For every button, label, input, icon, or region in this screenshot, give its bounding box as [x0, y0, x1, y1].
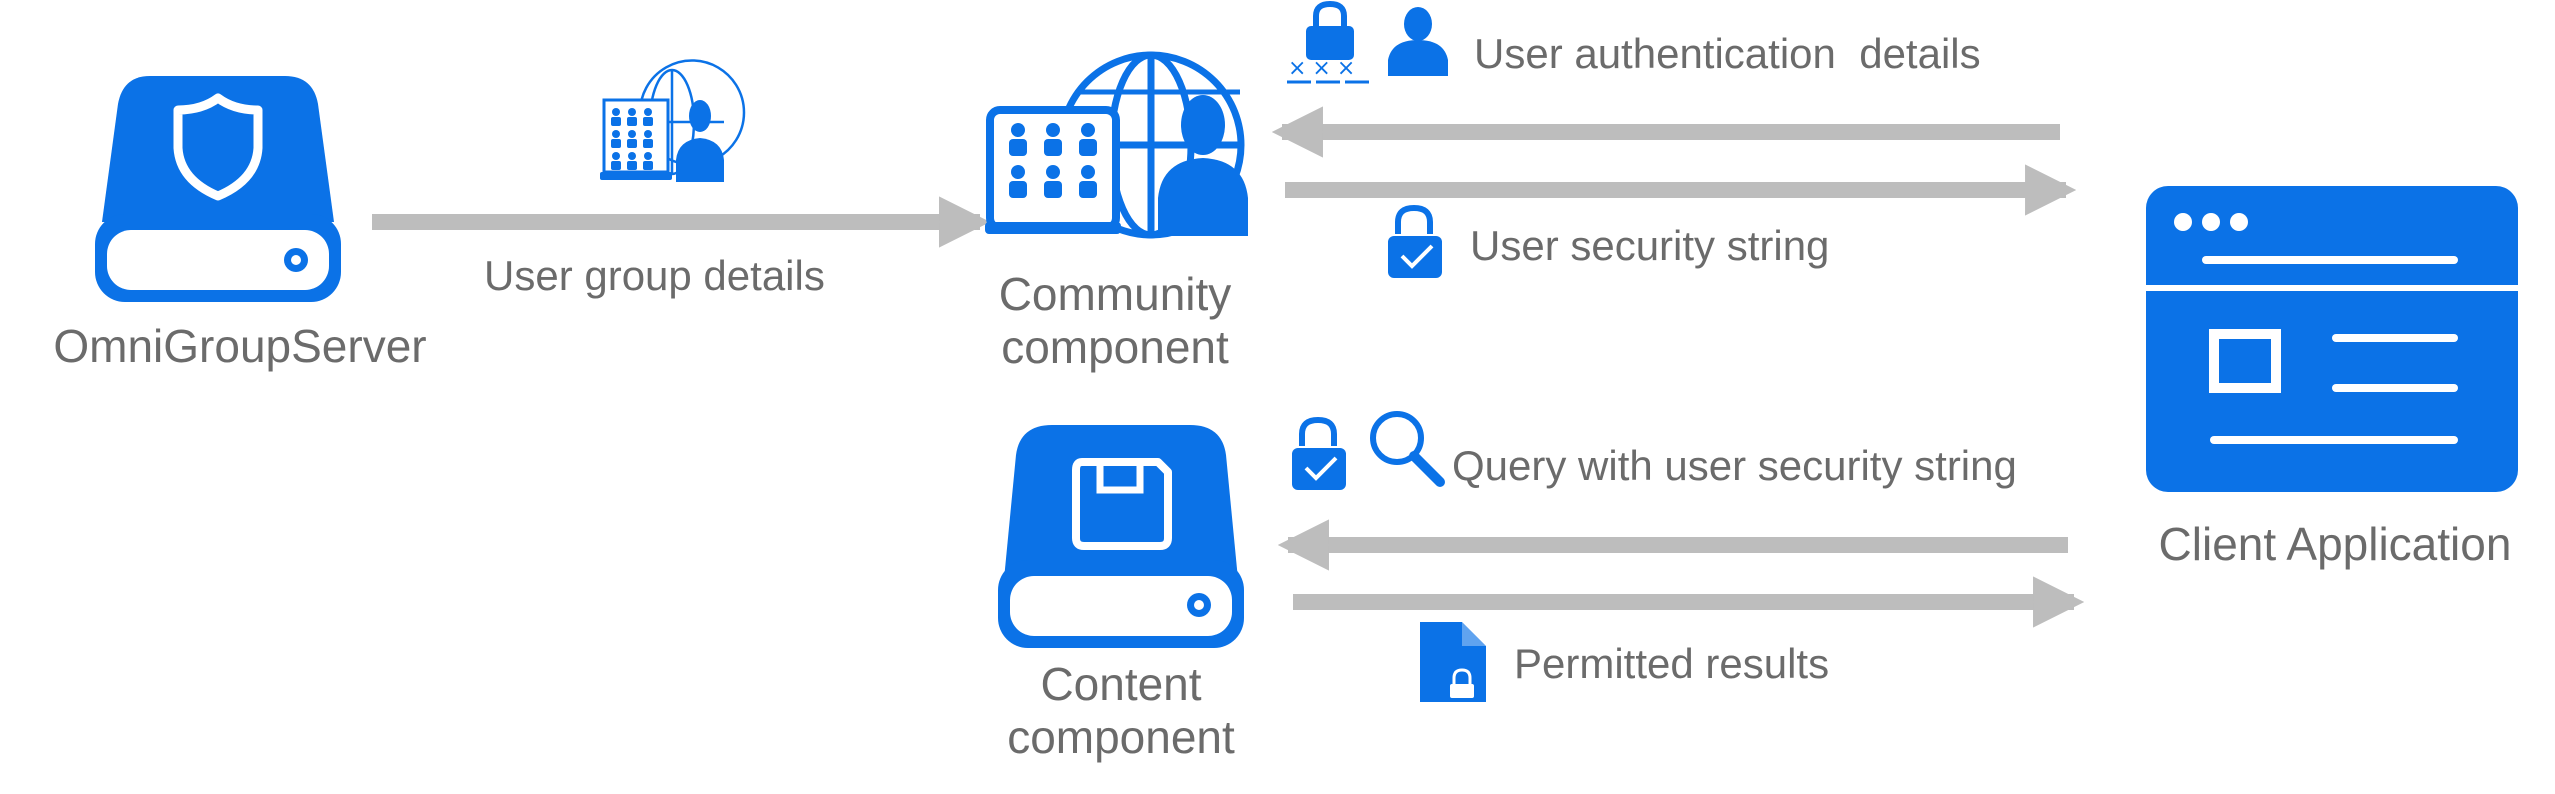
floppy-drive-icon	[998, 425, 1244, 648]
content-label-line2: component	[1007, 710, 1235, 763]
password-mask: ×××	[1288, 56, 1362, 81]
magnifier-icon	[1370, 411, 1445, 487]
omnigroupserver-label: OmniGroupServer	[53, 320, 427, 372]
community-component-label: Community component	[960, 268, 1270, 374]
padlock-check-icon	[1388, 204, 1442, 278]
client-application-label: Client Application	[2158, 518, 2512, 570]
content-component-label: Content component	[966, 658, 1276, 764]
locked-document-icon	[1420, 622, 1486, 702]
content-label-line1: Content	[1040, 658, 1202, 710]
user-group-details-label: User group details	[484, 252, 825, 299]
padlock-check-query-icon	[1292, 416, 1346, 490]
padlock-password-icon	[1287, 0, 1369, 84]
user-group-icon	[600, 59, 746, 182]
community-label-line1: Community	[998, 268, 1232, 320]
laptop-globe-users-icon	[985, 51, 1248, 239]
person-icon	[1388, 7, 1448, 76]
user-auth-details-label: User authentication details	[1474, 30, 1981, 77]
query-label: Query with user security string	[1452, 442, 2017, 489]
permitted-results-label: Permitted results	[1514, 640, 1830, 687]
user-security-string-label: User security string	[1470, 222, 1830, 269]
shield-drive-icon	[95, 76, 341, 302]
browser-window-icon	[2146, 186, 2518, 492]
community-label-line2: component	[1001, 320, 1229, 373]
